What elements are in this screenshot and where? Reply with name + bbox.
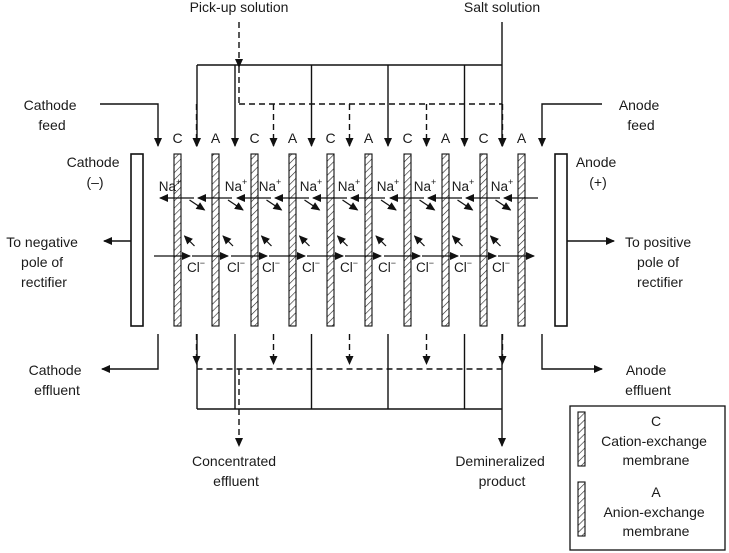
demineralized-product-label: Demineralized product [455,453,548,489]
cl-ion-label-9: Cl− [492,258,510,275]
cathode-effluent-label: Cathode effluent [29,362,86,398]
cl-ion-label-4: Cl− [302,258,320,275]
anode-feed-arrow [538,103,602,147]
na-diagonal-arrow-9 [495,199,512,211]
na-ion-label-8: Na+ [452,177,475,194]
cl-ion-label-3: Cl− [262,258,280,275]
membrane-letter-2: A [211,130,221,146]
concentrated-effluent-label: Concentrated effluent [192,453,280,489]
cation-exchange-membrane-7 [403,153,412,327]
cl-ion-label-6: Cl− [378,258,396,275]
cl-diagonal-arrow-9 [489,235,501,247]
cation-exchange-membrane-3 [250,153,259,327]
membrane-letter-4: A [288,130,298,146]
pickup-solution-label: Pick-up solution [190,0,289,15]
cl-diagonal-arrow-8 [451,235,463,247]
na-diagonal-arrow-4 [304,199,321,211]
membrane-letter-10: A [517,130,527,146]
anion-exchange-membrane-4 [288,153,297,327]
cation-exchange-membrane-9 [479,153,488,327]
cathode-feed-label: Cathode feed [24,97,81,133]
cl-diagonal-arrow-3 [260,235,272,247]
na-diagonal-arrow-8 [457,199,474,211]
anode-effluent-label: Anode effluent [625,362,671,398]
anode-feed-label: Anode feed [619,97,663,133]
anion-exchange-membrane-2 [211,153,220,327]
membrane-letter-9: C [478,130,488,146]
legend-cation-name: Cation-exchange membrane [601,433,711,468]
legend-anion-letter: A [651,484,661,500]
membrane-letter-1: C [172,130,182,146]
cathode-effluent-arrow [101,334,159,373]
membrane-letter-3: C [249,130,259,146]
legend-cation-letter: C [651,413,661,429]
cathode-label: Cathode (–) [67,154,124,190]
legend: C Cation-exchange membrane A Anion-excha… [569,405,726,551]
cl-ion-label-5: Cl− [340,258,358,275]
anion-exchange-membrane-6 [364,153,373,327]
membrane-letter-7: C [402,130,412,146]
positive-pole-label: To positive pole of rectifier [625,234,695,290]
cl-ion-label-7: Cl− [416,258,434,275]
cl-diagonal-arrow-6 [375,235,387,247]
cl-ion-label-1: Cl− [187,258,205,275]
na-ion-label-1: Na+ [159,177,182,194]
cation-exchange-membrane-5 [326,153,335,327]
cathode-electrode [130,153,144,327]
cl-ion-label-8: Cl− [454,258,472,275]
na-diagonal-arrow-1 [189,199,206,211]
cl-diagonal-arrow-7 [413,235,425,247]
cl-diagonal-arrow-1 [183,235,195,247]
anion-exchange-membrane-8 [441,153,450,327]
cathode-feed-arrow [100,103,162,147]
anode-electrode [554,153,568,327]
anode-label: Anode (+) [576,154,620,190]
negative-pole-label: To negative pole of rectifier [6,234,82,290]
na-diagonal-arrow-3 [266,199,283,211]
membrane-letter-5: C [325,130,335,146]
legend-cation-membrane-icon [577,411,586,467]
flow-manifolds [192,22,507,447]
na-diagonal-arrow-6 [380,199,397,211]
legend-box [569,405,726,551]
na-ion-label-7: Na+ [414,177,437,194]
na-ion-label-9: Na+ [491,177,514,194]
na-ion-label-3: Na+ [259,177,282,194]
membrane-stack [173,153,526,327]
cl-diagonal-arrow-4 [298,235,310,247]
cation-exchange-membrane-1 [173,153,182,327]
na-diagonal-arrow-5 [342,199,359,211]
na-diagonal-arrow-7 [419,199,436,211]
salt-solution-label: Salt solution [464,0,540,15]
membrane-letter-6: A [364,130,374,146]
legend-anion-name: Anion-exchange membrane [603,504,708,539]
ion-migration-arrows [154,194,538,260]
legend-anion-membrane-icon [577,481,586,537]
cl-diagonal-arrow-2 [222,235,234,247]
membrane-letter-8: A [441,130,451,146]
anode-effluent-arrow [541,334,603,373]
na-ion-label-6: Na+ [377,177,400,194]
na-ion-label-4: Na+ [300,177,323,194]
na-diagonal-arrow-2 [227,199,244,211]
cl-diagonal-arrow-5 [336,235,348,247]
na-ion-label-5: Na+ [338,177,361,194]
na-ion-label-2: Na+ [225,177,248,194]
cl-ion-label-2: Cl− [227,258,245,275]
anion-exchange-membrane-10 [517,153,526,327]
